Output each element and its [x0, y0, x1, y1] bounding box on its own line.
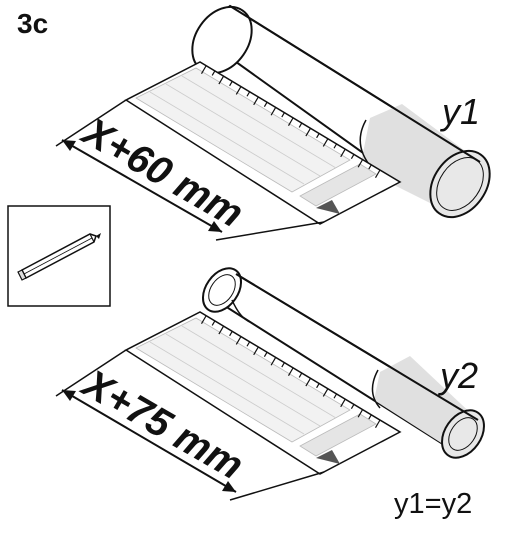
top-scale-ticks — [200, 65, 381, 178]
scale-tick — [211, 70, 216, 76]
scale-tick — [298, 372, 303, 378]
step-label: 3c — [17, 8, 49, 39]
scale-tick — [287, 367, 294, 376]
scale-tick — [368, 414, 372, 420]
scale-tick — [246, 341, 251, 347]
top-pipe-label: y1 — [439, 91, 480, 132]
scale-tick — [368, 164, 372, 170]
bottom-pipe-label: y2 — [437, 355, 478, 396]
scale-tick — [316, 383, 320, 389]
scale-tick — [333, 393, 338, 399]
scale-tick — [357, 409, 364, 418]
scale-tick — [263, 102, 268, 107]
scale-tick — [350, 404, 355, 409]
scale-tick — [340, 398, 346, 408]
scale-tick — [316, 133, 320, 139]
scale-tick — [333, 143, 338, 149]
scale-tick — [211, 320, 216, 326]
bottom-measuring-strip — [124, 311, 402, 475]
scale-tick — [287, 117, 294, 126]
bottom-tube — [201, 267, 485, 459]
scale-tick — [229, 81, 233, 87]
scale-tick — [246, 91, 251, 97]
scale-tick — [218, 326, 224, 335]
scale-tick — [253, 346, 259, 356]
scale-tick — [200, 65, 207, 74]
scale-tick — [281, 362, 285, 368]
scale-tick — [340, 148, 346, 158]
pencil-box — [7, 205, 111, 307]
bottom-scale-ticks — [200, 315, 381, 428]
top-measuring-strip — [124, 61, 402, 225]
scale-tick — [235, 86, 242, 95]
scale-tick — [270, 357, 277, 366]
scale-tick — [218, 76, 224, 85]
scale-tick — [357, 159, 364, 168]
scale-tick — [200, 315, 207, 324]
scale-tick — [322, 138, 329, 147]
pencil-icon — [17, 233, 101, 281]
bottom-assembly: X+75 mm y2 — [55, 267, 485, 501]
scale-tick — [253, 96, 259, 106]
scale-tick — [374, 419, 381, 428]
scale-tick — [263, 352, 268, 357]
scale-tick — [322, 388, 329, 397]
scale-tick — [350, 154, 355, 159]
scale-tick — [374, 169, 381, 178]
scale-tick — [270, 107, 277, 116]
scale-tick — [298, 122, 303, 128]
scale-tick — [235, 336, 242, 345]
scale-tick — [305, 128, 311, 137]
scale-tick — [305, 378, 311, 387]
scale-tick — [229, 331, 233, 337]
top-assembly: X+60 mm y1 — [55, 4, 491, 241]
scale-tick — [281, 112, 285, 118]
equation-label: y1=y2 — [394, 488, 473, 520]
